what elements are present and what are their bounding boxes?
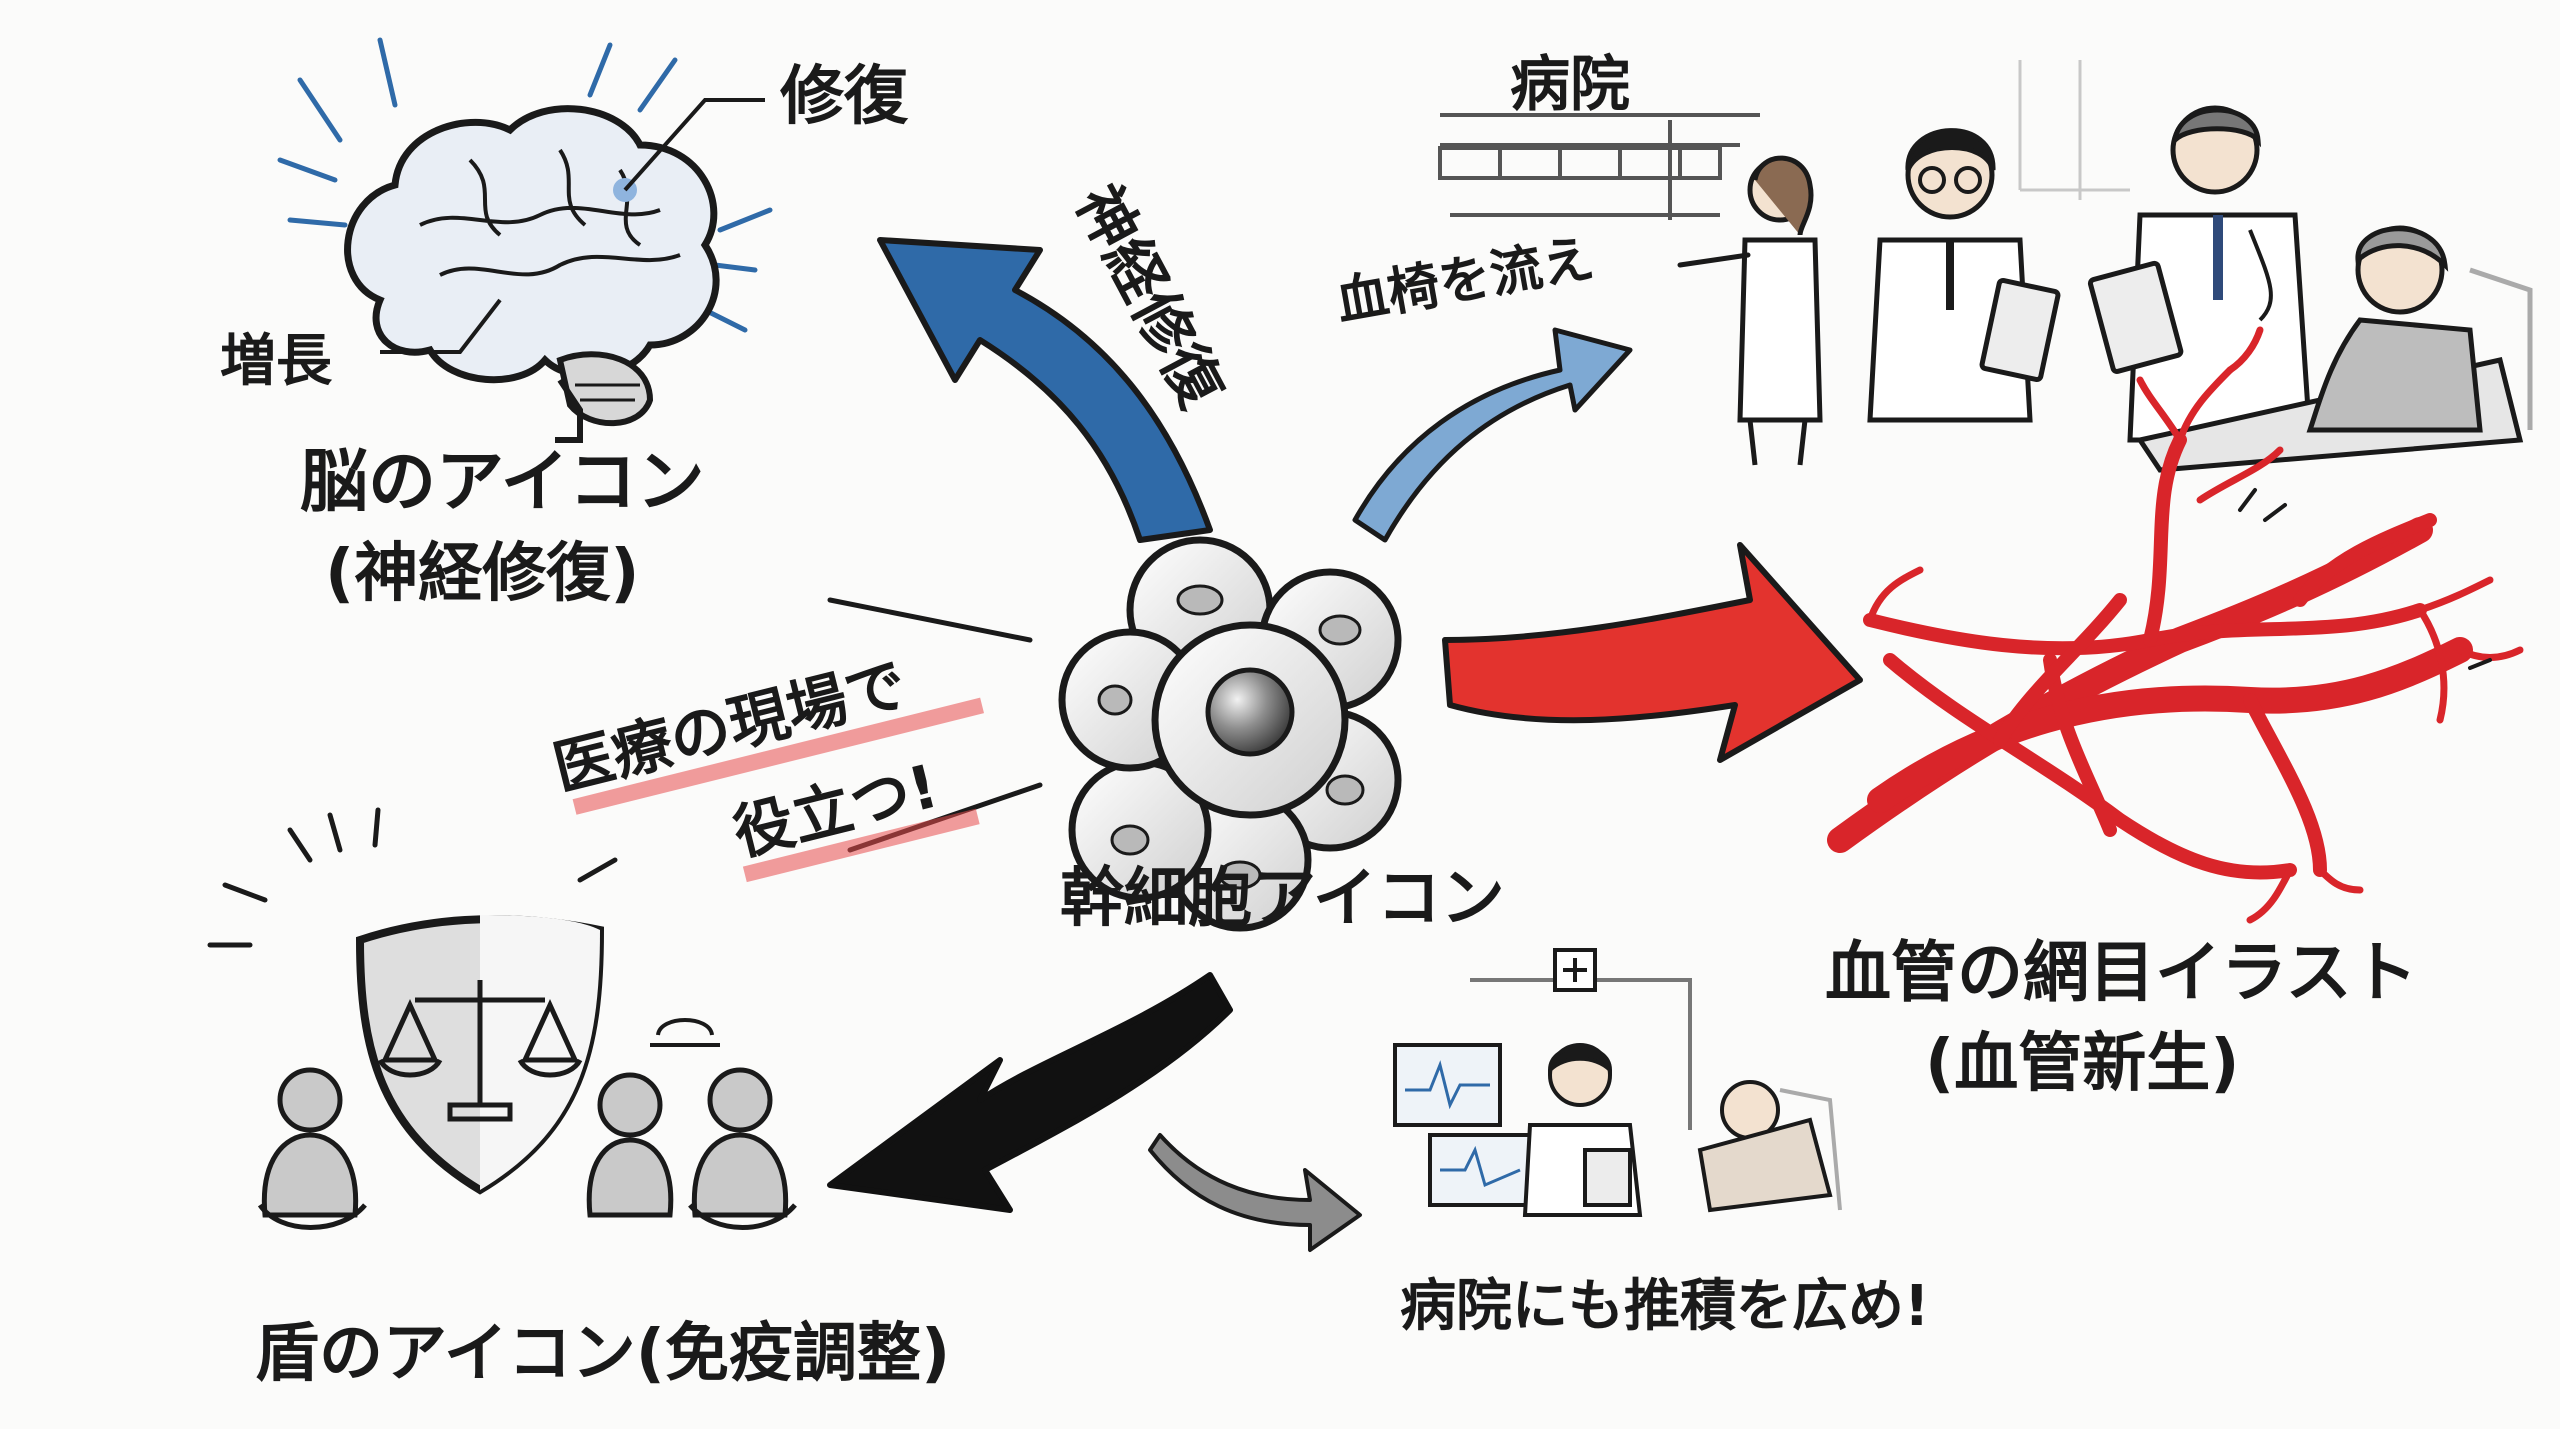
arrow-blood-flow <box>1352 327 1633 543</box>
vessel-caption-sub: (血管新生) <box>1925 1027 2240 1101</box>
brain-tag-growth: 増長 <box>220 329 333 394</box>
libra-symbol-icon <box>650 1018 720 1047</box>
doctor-figure <box>1867 128 2061 423</box>
hospital-building-outline <box>1438 113 1760 220</box>
arrow-neural-repair <box>877 237 1213 543</box>
clinic-scene <box>1393 948 1842 1217</box>
arrow-label-blood-flow: 血椅を流え <box>1332 229 1598 333</box>
brain-icon <box>277 37 773 443</box>
brain-caption-sub: (神経修復) <box>325 537 640 611</box>
shield-caption: 盾のアイコン(免疫調整) <box>255 1317 950 1391</box>
meditating-people <box>257 1067 797 1230</box>
senior-doctor-figure <box>2087 105 2313 443</box>
stem-cell-icon <box>1058 536 1402 932</box>
arrow-angiogenesis <box>1442 542 1863 763</box>
hospital-scene <box>1438 60 2533 473</box>
blood-vessel-network <box>1827 326 2524 924</box>
shield-icon <box>207 807 720 1195</box>
brain-tag-repair: 修復 <box>780 60 909 134</box>
nurse-figure <box>1677 155 1823 466</box>
arrow-immune-modulation <box>827 972 1233 1213</box>
scales-of-justice-icon <box>377 980 583 1122</box>
hospital-sign: 病院 <box>1510 50 1630 120</box>
clinic-caption: 病院にも推積を広め! <box>1400 1274 1930 1339</box>
stem-cell-caption: 幹細胞アイコン <box>1060 862 1505 936</box>
vessel-caption: 血管の網目イラスト <box>1825 934 2418 1011</box>
brain-caption: 脳のアイコン <box>300 443 705 522</box>
arrow-hospital-spread <box>1148 1133 1362 1252</box>
patient-in-bed <box>2135 225 2533 473</box>
